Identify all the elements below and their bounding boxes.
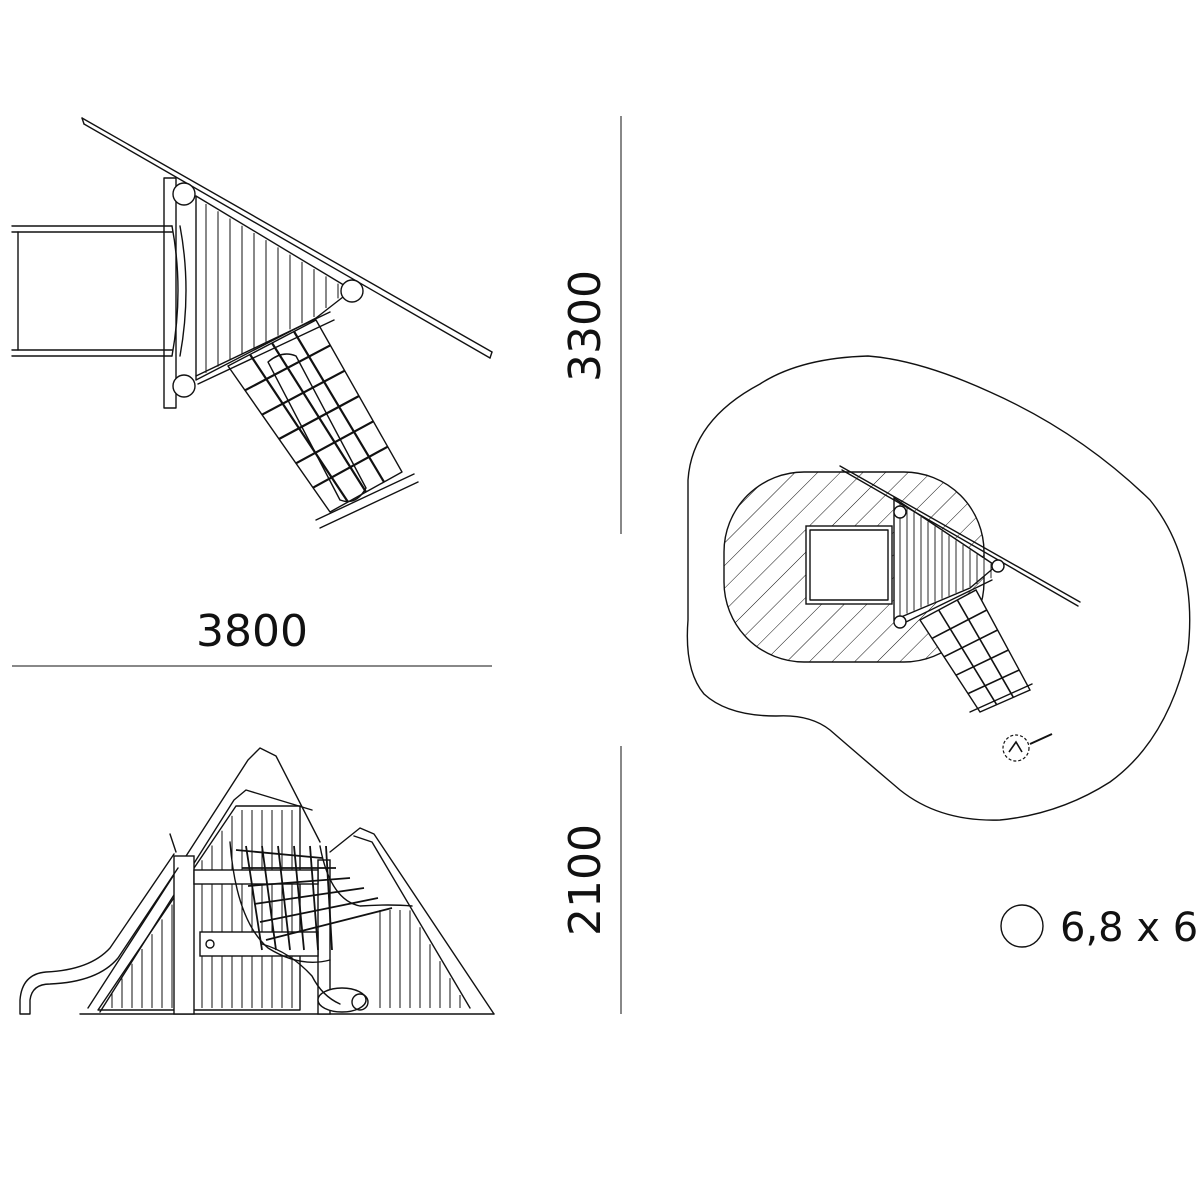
side-view bbox=[19, 747, 495, 1015]
mini-equipment bbox=[805, 465, 1081, 713]
post-1 bbox=[172, 182, 196, 206]
deck-boards bbox=[205, 204, 339, 373]
safety-area-plan bbox=[686, 355, 1191, 821]
top-view bbox=[11, 117, 493, 529]
rail-plan bbox=[81, 117, 493, 359]
impact-area-outline bbox=[686, 355, 1191, 821]
area-symbol-icon bbox=[1000, 904, 1044, 948]
height-label: 2100 bbox=[560, 824, 611, 936]
post-2 bbox=[340, 279, 364, 303]
width-dimension: 3800 bbox=[12, 606, 492, 667]
compass-icon bbox=[1002, 733, 1053, 762]
depth-dimension: 3300 bbox=[560, 116, 622, 534]
height-dimension: 2100 bbox=[560, 746, 622, 1014]
climbing-net-plan bbox=[227, 319, 419, 529]
legend: 6,8 x 6 bbox=[1000, 904, 1198, 951]
area-label: 6,8 x 6 bbox=[1060, 905, 1198, 951]
slide-plan bbox=[11, 225, 187, 357]
post-left bbox=[173, 855, 195, 1015]
slide-side bbox=[19, 833, 179, 1015]
deck-plan bbox=[163, 177, 353, 409]
climbing-net-side bbox=[229, 841, 413, 1013]
depth-label: 3300 bbox=[560, 270, 611, 382]
post-3 bbox=[172, 374, 196, 398]
width-label: 3800 bbox=[196, 606, 308, 657]
beam-plan bbox=[195, 311, 335, 385]
